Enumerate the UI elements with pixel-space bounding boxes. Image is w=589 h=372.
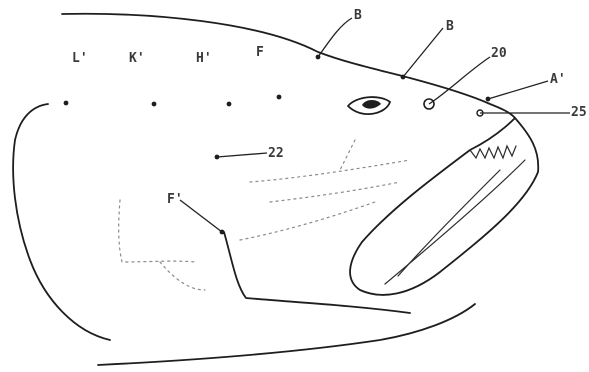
label-upper-jaw: 25 (571, 105, 587, 120)
throat-line (98, 304, 475, 365)
gill-cover-edge (13, 104, 110, 340)
label-cheek-2: K' (129, 51, 145, 66)
label-operculum: 22 (268, 146, 284, 161)
labels: B B 20 A' 25 L' K' H' F 22 F' (72, 8, 587, 207)
gill-flap-edge (224, 232, 410, 313)
label-nostril: 20 (491, 46, 507, 61)
label-snout-tip: A' (550, 72, 566, 87)
jaw-outline (350, 118, 538, 295)
jaw-inner-line-1 (385, 160, 525, 284)
eye (348, 97, 390, 114)
label-top-a: B (354, 8, 362, 23)
label-top-b: B (446, 19, 454, 34)
label-cheek-1: L' (72, 51, 88, 66)
head-outline (13, 14, 538, 365)
internal-bone-dotted-lines (119, 140, 410, 290)
teeth-row (470, 146, 516, 158)
leader-lines (180, 18, 570, 232)
label-cheek-4: F (256, 45, 264, 60)
label-cheek-3: H' (196, 51, 212, 66)
label-preoperculum: F' (167, 192, 183, 207)
